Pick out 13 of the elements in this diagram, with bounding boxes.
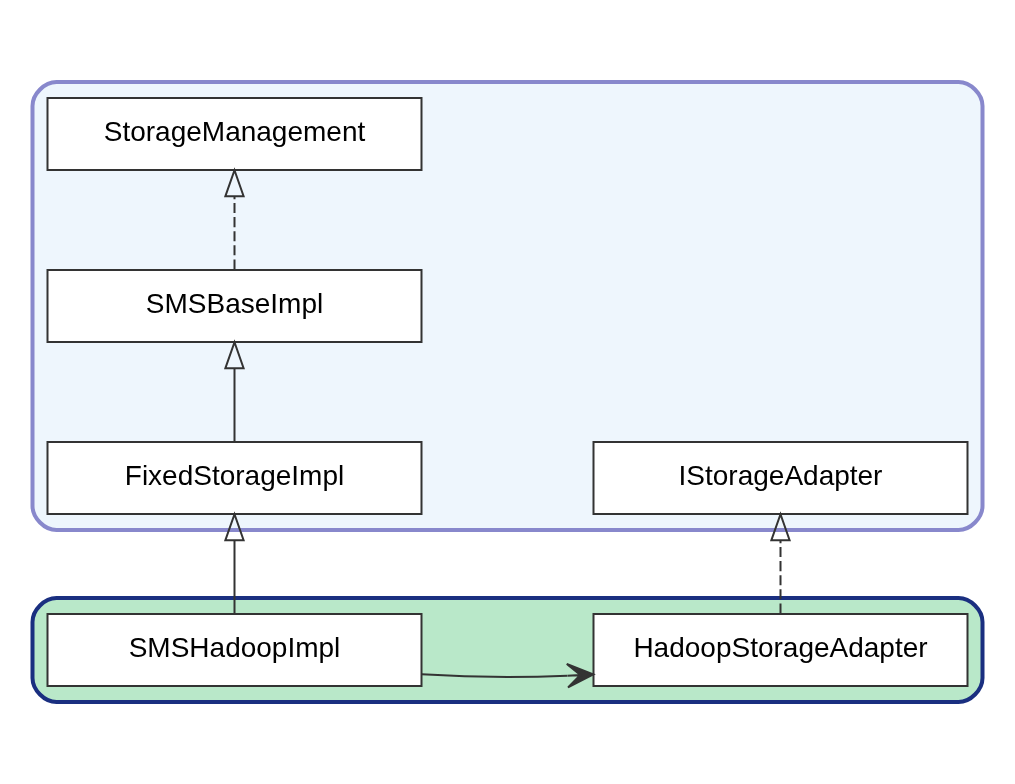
node-box: SMSHadoopImpl <box>46 613 423 687</box>
arrow <box>224 339 245 443</box>
node-box: HadoopStorageAdapter <box>592 613 969 687</box>
cluster <box>30 596 985 704</box>
node-box: StorageManagement <box>46 97 423 171</box>
node-box: SMSBaseImpl <box>46 269 423 343</box>
arrow <box>224 511 245 615</box>
node-box: IStorageAdapter <box>592 441 969 515</box>
arrow <box>224 167 245 271</box>
arrow <box>420 663 595 689</box>
arrow <box>770 511 791 615</box>
cluster <box>30 80 985 532</box>
node-box: FixedStorageImpl <box>46 441 423 515</box>
